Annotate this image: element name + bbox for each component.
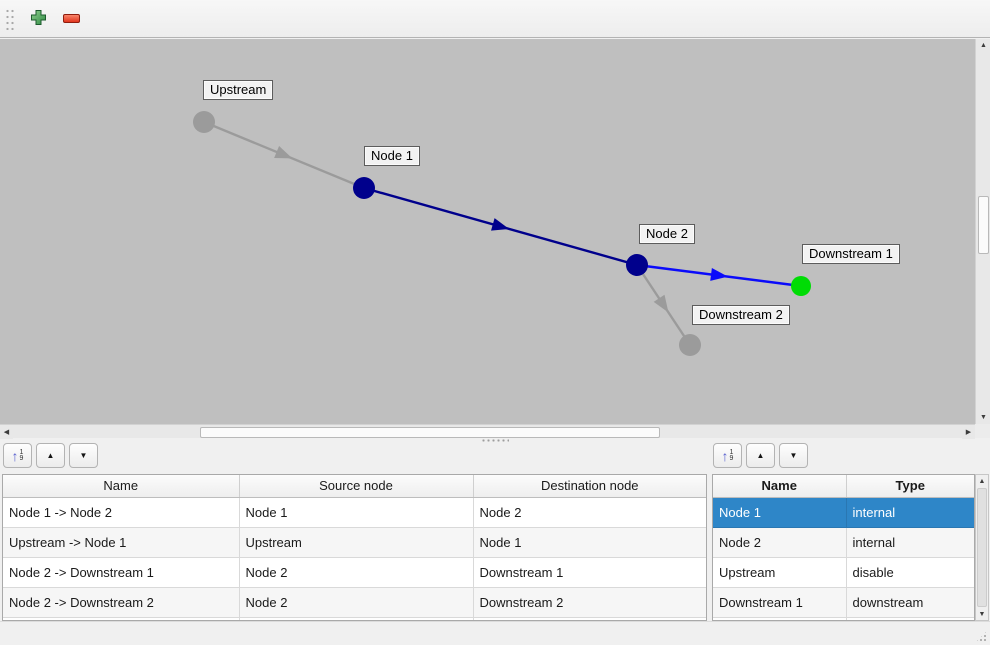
down-arrow-icon: ▼ bbox=[978, 610, 986, 618]
right-arrow-icon: ▶ bbox=[965, 428, 972, 436]
column-header-name[interactable]: Name bbox=[713, 475, 847, 498]
node-node-2[interactable] bbox=[626, 254, 648, 276]
scroll-down-button[interactable]: ▼ bbox=[976, 411, 990, 424]
canvas-horizontal-scrollbar[interactable]: ◀ ▶ bbox=[0, 424, 975, 439]
bottom-panels: ↑ 1 9 ▲ ▼ ↑ 1 9 bbox=[0, 443, 990, 621]
move-edge-up-button[interactable]: ▲ bbox=[36, 443, 65, 468]
cell-internal[interactable]: internal bbox=[846, 497, 974, 528]
cell-node-1[interactable]: Node 1 bbox=[473, 527, 706, 558]
main-toolbar bbox=[0, 0, 990, 38]
column-header-type[interactable]: Type bbox=[846, 475, 974, 498]
cell-upstream-node-1[interactable]: Upstream -> Node 1 bbox=[3, 527, 240, 558]
canvas-vertical-scrollbar[interactable]: ▲ ▼ bbox=[975, 39, 990, 424]
cell-node-2-downstream-1[interactable]: Node 2 -> Downstream 1 bbox=[3, 557, 240, 588]
node-label-node-1[interactable]: Node 1 bbox=[364, 146, 420, 166]
cell-disable[interactable]: disable bbox=[846, 557, 974, 588]
scroll-up-button[interactable]: ▲ bbox=[976, 39, 990, 52]
cell-node-1-node-2[interactable]: Node 1 -> Node 2 bbox=[3, 497, 240, 528]
edge-arrow-icon bbox=[274, 145, 293, 159]
node-table-scrollbar[interactable]: ▲ ▼ bbox=[975, 474, 989, 621]
horizontal-splitter[interactable] bbox=[0, 438, 990, 443]
empty-row bbox=[3, 617, 706, 620]
status-bar bbox=[0, 621, 990, 645]
column-header-destination-node[interactable]: Destination node bbox=[473, 475, 706, 498]
remove-button[interactable] bbox=[56, 4, 86, 34]
up-arrow-icon: ▲ bbox=[756, 450, 765, 460]
node-label-downstream-2[interactable]: Downstream 2 bbox=[692, 305, 790, 325]
move-edge-down-button[interactable]: ▼ bbox=[69, 443, 98, 468]
edge-panel-toolbar: ↑ 1 9 ▲ ▼ bbox=[3, 443, 98, 468]
cell-node-2[interactable]: Node 2 bbox=[239, 557, 474, 588]
up-arrow-icon: ▲ bbox=[46, 450, 55, 460]
cell-node-1[interactable]: Node 1 bbox=[239, 497, 474, 528]
node-node-1[interactable] bbox=[353, 177, 375, 199]
move-node-down-button[interactable]: ▼ bbox=[779, 443, 808, 468]
cell-upstream[interactable]: Upstream bbox=[239, 527, 474, 558]
scroll-right-button[interactable]: ▶ bbox=[962, 425, 975, 439]
cell-node-2-downstream-2[interactable]: Node 2 -> Downstream 2 bbox=[3, 587, 240, 618]
add-icon bbox=[30, 9, 47, 29]
sort-edges-button[interactable]: ↑ 1 9 bbox=[3, 443, 32, 468]
scrollbar-corner bbox=[975, 424, 990, 438]
cell-node-1[interactable]: Node 1 bbox=[713, 497, 847, 528]
node-label-node-2[interactable]: Node 2 bbox=[639, 224, 695, 244]
node-downstream-1[interactable] bbox=[791, 276, 811, 296]
cell-downstream-1[interactable]: Downstream 1 bbox=[473, 557, 706, 588]
edge-arrow-icon bbox=[710, 268, 728, 281]
column-header-source-node[interactable]: Source node bbox=[239, 475, 474, 498]
edge-arrow-icon bbox=[491, 218, 510, 231]
cell-upstream[interactable]: Upstream bbox=[713, 557, 847, 588]
column-header-name[interactable]: Name bbox=[3, 475, 240, 498]
node-label-upstream[interactable]: Upstream bbox=[203, 80, 274, 100]
cell-node-2[interactable]: Node 2 bbox=[239, 587, 474, 618]
cell-internal[interactable]: internal bbox=[846, 527, 974, 558]
cell-node-2[interactable]: Node 2 bbox=[713, 527, 847, 558]
add-button[interactable] bbox=[23, 4, 53, 34]
sort-nodes-button[interactable]: ↑ 1 9 bbox=[713, 443, 742, 468]
move-node-up-button[interactable]: ▲ bbox=[746, 443, 775, 468]
cell-downstream-2[interactable]: Downstream 2 bbox=[473, 587, 706, 618]
remove-icon bbox=[62, 11, 80, 26]
scroll-down-button[interactable]: ▼ bbox=[976, 608, 988, 620]
splitter-handle-icon bbox=[481, 439, 509, 442]
toolbar-drag-handle[interactable] bbox=[5, 7, 14, 30]
node-panel-toolbar: ↑ 1 9 ▲ ▼ bbox=[713, 443, 808, 468]
empty-row bbox=[713, 617, 974, 620]
node-table-scroll-thumb[interactable] bbox=[977, 488, 987, 607]
up-arrow-icon: ▲ bbox=[980, 42, 987, 49]
scroll-left-button[interactable]: ◀ bbox=[0, 425, 13, 439]
sort-icon: ↑ 1 9 bbox=[721, 447, 734, 464]
edge-arrow-icon bbox=[653, 294, 669, 313]
resize-grip[interactable] bbox=[975, 630, 988, 643]
scroll-up-button[interactable]: ▲ bbox=[976, 475, 988, 487]
horizontal-scroll-thumb[interactable] bbox=[200, 427, 660, 438]
vertical-scroll-thumb[interactable] bbox=[978, 196, 989, 254]
node-downstream-2[interactable] bbox=[679, 334, 701, 356]
cell-node-2[interactable]: Node 2 bbox=[473, 497, 706, 528]
left-arrow-icon: ◀ bbox=[3, 428, 10, 436]
cell-downstream[interactable]: downstream bbox=[846, 587, 974, 618]
down-arrow-icon: ▼ bbox=[79, 450, 88, 460]
up-arrow-icon: ▲ bbox=[978, 477, 986, 485]
down-arrow-icon: ▼ bbox=[789, 450, 798, 460]
node-upstream[interactable] bbox=[193, 111, 215, 133]
node-label-downstream-1[interactable]: Downstream 1 bbox=[802, 244, 900, 264]
cell-downstream-1[interactable]: Downstream 1 bbox=[713, 587, 847, 618]
down-arrow-icon: ▼ bbox=[980, 414, 987, 421]
sort-icon: ↑ 1 9 bbox=[11, 447, 24, 464]
